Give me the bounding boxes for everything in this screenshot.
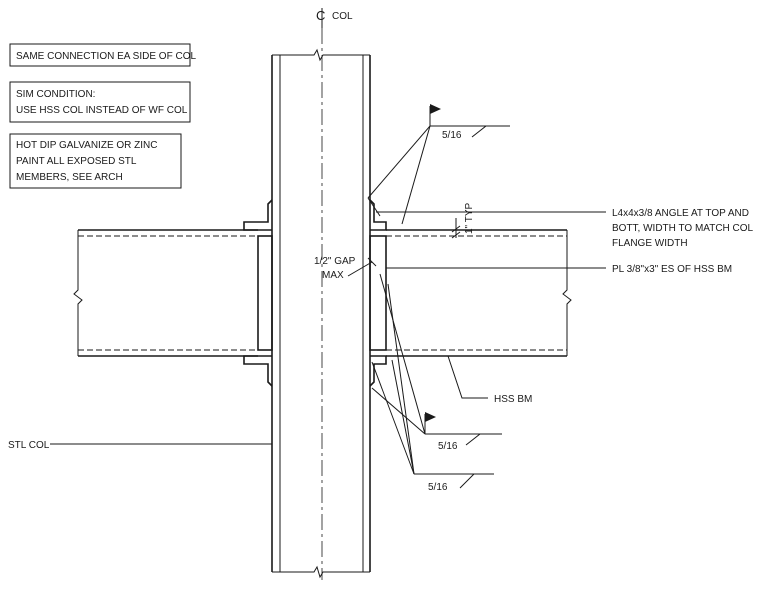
end-plate-right	[369, 235, 387, 351]
angle-callout-line1: L4x4x3/8 ANGLE AT TOP AND	[612, 208, 749, 219]
angle-right-top	[369, 199, 387, 231]
stl-col-callout: STL COL	[8, 440, 272, 451]
hss-beam-left	[73, 229, 258, 357]
hss-beam-right	[386, 229, 572, 357]
end-plate-left	[257, 235, 273, 351]
hss-beam-callout: HSS BM	[447, 355, 532, 405]
plate-callout-text: PL 3/8"x3" ES OF HSS BM	[612, 264, 732, 275]
note-sim-condition-line1: SIM CONDITION:	[16, 89, 95, 100]
note-same-connection-text: SAME CONNECTION EA SIDE OF COL	[16, 51, 196, 62]
weld-symbol-top: 5/16	[367, 104, 510, 225]
centerline-col-text: COL	[332, 11, 353, 22]
note-galvanize-line2: PAINT ALL EXPOSED STL	[16, 156, 137, 167]
weld-symbol-bottom: 5/16	[371, 283, 494, 493]
gap-note-line1: 1/2" GAP	[314, 256, 356, 267]
angle-callout: L4x4x3/8 ANGLE AT TOP AND BOTT, WIDTH TO…	[376, 208, 754, 249]
typ-dimension: 1" TYP	[451, 203, 475, 239]
angle-callout-line2: BOTT, WIDTH TO MATCH COL	[612, 223, 754, 234]
note-galvanize: HOT DIP GALVANIZE OR ZINC PAINT ALL EXPO…	[9, 133, 182, 189]
weld-symbol-middle: 5/16	[371, 273, 502, 452]
plate-callout: PL 3/8"x3" ES OF HSS BM	[386, 264, 732, 275]
note-sim-condition-line2: USE HSS COL INSTEAD OF WF COL	[16, 105, 188, 116]
angle-left-top	[243, 199, 273, 231]
centerline-symbol: C	[316, 8, 325, 23]
stl-col-callout-text: STL COL	[8, 440, 50, 451]
weld-size-top: 5/16	[442, 130, 462, 141]
gap-note-line2: MAX	[322, 270, 344, 281]
note-galvanize-line3: MEMBERS, SEE ARCH	[16, 172, 123, 183]
column-centerline-label: C COL	[316, 8, 353, 28]
weld-size-bottom: 5/16	[428, 482, 448, 493]
angle-callout-line3: FLANGE WIDTH	[612, 238, 688, 249]
weld-size-middle: 5/16	[438, 441, 458, 452]
typ-dimension-text: 1" TYP	[464, 203, 475, 234]
angle-left-bottom	[243, 355, 273, 387]
steel-column	[271, 28, 371, 580]
note-sim-condition: SIM CONDITION: USE HSS COL INSTEAD OF WF…	[9, 81, 191, 123]
note-same-connection: SAME CONNECTION EA SIDE OF COL	[9, 43, 196, 67]
angle-right-bottom	[369, 355, 387, 387]
note-galvanize-line1: HOT DIP GALVANIZE OR ZINC	[16, 140, 158, 151]
hss-beam-callout-text: HSS BM	[494, 394, 532, 405]
gap-note: 1/2" GAP MAX	[314, 256, 377, 281]
